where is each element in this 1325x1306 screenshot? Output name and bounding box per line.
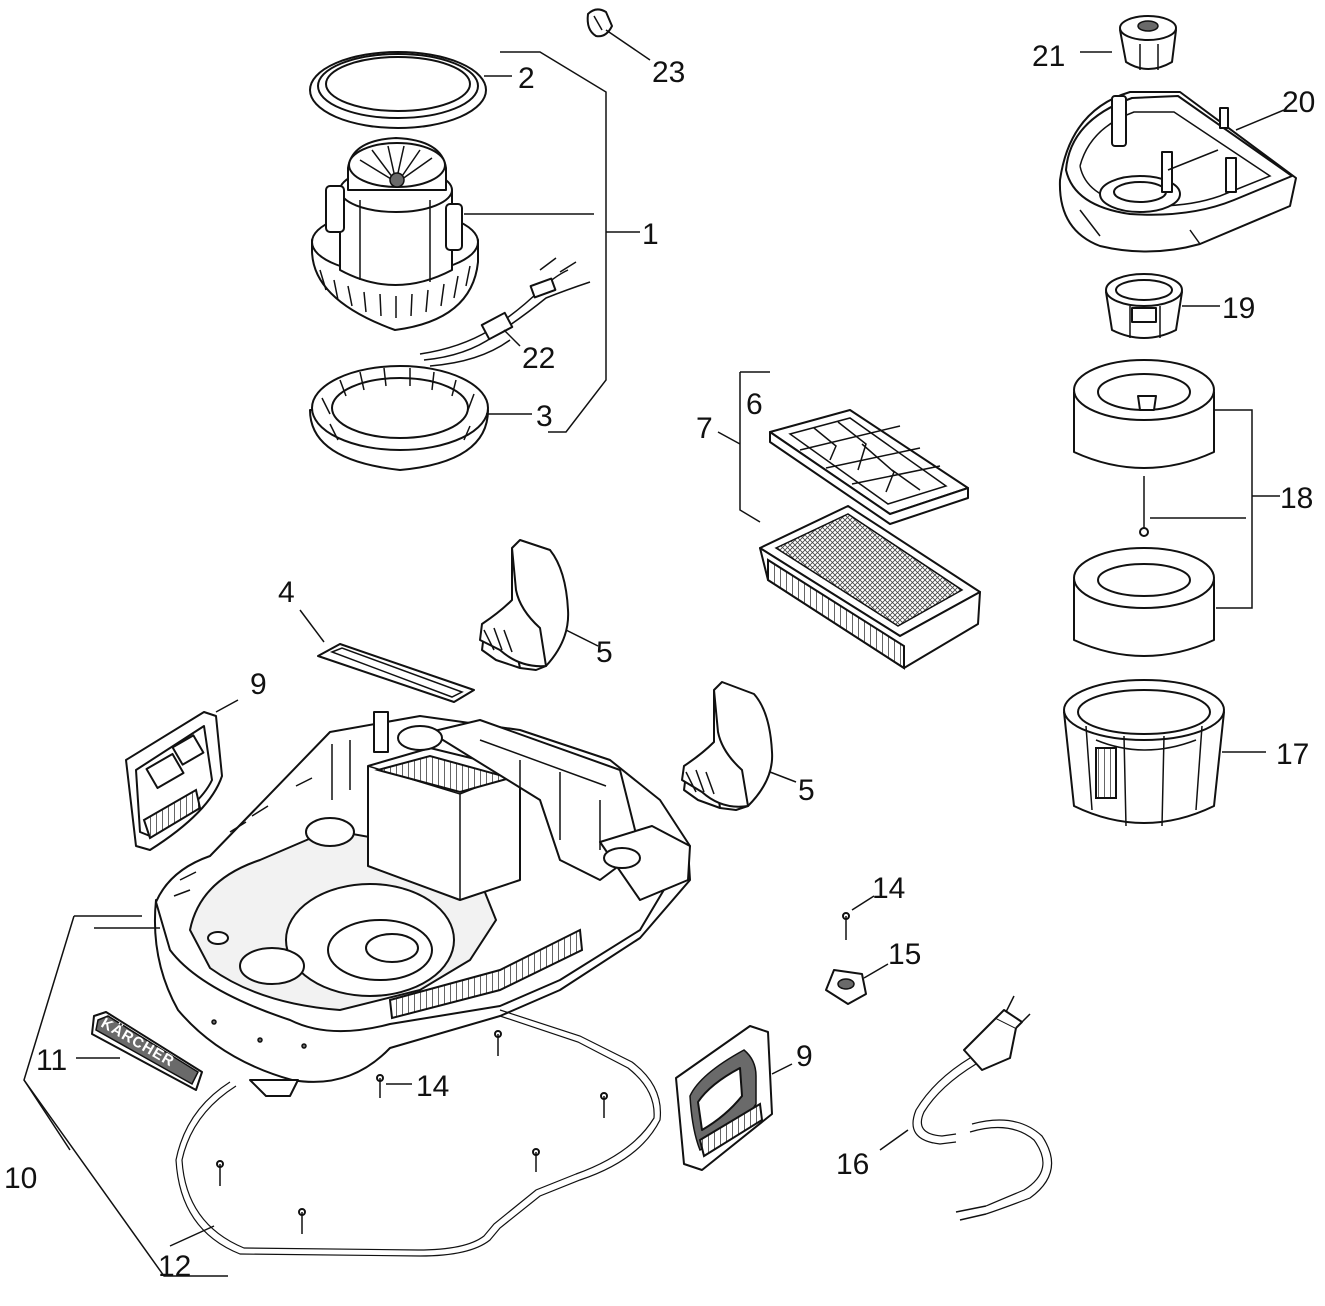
part-17-basket: [1063, 679, 1266, 827]
part-16-power-cord: [879, 995, 1053, 1221]
screw: [494, 1030, 502, 1056]
part-20-top-cover: [1058, 91, 1297, 253]
callout-5-lower: 5: [798, 774, 815, 807]
screw: [532, 1148, 540, 1172]
part-3-motor-seat: [309, 365, 489, 471]
callout-22: 22: [522, 342, 555, 375]
callout-9-lower: 9: [796, 1040, 813, 1073]
callout-12: 12: [158, 1250, 191, 1283]
part-4-gasket: [299, 609, 475, 703]
callout-21: 21: [1032, 40, 1065, 73]
part-14-screws: [216, 895, 875, 1234]
callout-3: 3: [536, 400, 553, 433]
callout-2: 2: [518, 62, 535, 95]
part-5-bracket-lower: [681, 681, 797, 811]
part-21-cap: [1119, 15, 1177, 70]
callout-labels: 1 2 3 4 5 5 6 7 9 9 10 11 12 14 14 15 16…: [4, 40, 1315, 1283]
callout-9-upper: 9: [250, 668, 267, 701]
part-11-logo-plate: KÄRCHER: [76, 1011, 203, 1091]
screw: [600, 1092, 608, 1118]
callout-18: 18: [1280, 482, 1313, 515]
part-19-float-cage: [1105, 273, 1183, 339]
part-22-cable-harness: [419, 257, 591, 367]
part-15-clip-nut: [825, 963, 889, 1005]
callout-19: 19: [1222, 292, 1255, 325]
callout-23: 23: [652, 56, 685, 89]
callout-20: 20: [1282, 86, 1315, 119]
part-10-main-housing: [23, 711, 691, 1277]
part-7-pleated-filter: [717, 371, 981, 670]
part-9-side-cover-right: [675, 1025, 793, 1171]
part-18-filter: [1073, 359, 1280, 657]
part-12-bottom-seal: [169, 1009, 662, 1257]
part-9-side-cover-left: [125, 699, 239, 851]
screw: [842, 912, 850, 940]
callout-11: 11: [36, 1044, 67, 1077]
callout-4: 4: [278, 576, 295, 609]
callout-14-right: 14: [872, 872, 905, 905]
callout-5-upper: 5: [596, 636, 613, 669]
screw: [298, 1208, 306, 1234]
callout-1: 1: [642, 218, 659, 251]
screw: [216, 1160, 224, 1186]
callout-lines-misc: [1080, 51, 1285, 307]
part-1-motor: [311, 137, 479, 331]
callout-16: 16: [836, 1148, 869, 1181]
part-2-seal-ring: [309, 51, 487, 129]
callout-15: 15: [888, 938, 921, 971]
callout-10: 10: [4, 1162, 37, 1195]
part-23-clip: [586, 8, 613, 38]
part-5-bracket-upper: [479, 539, 599, 671]
callout-14-lower: 14: [416, 1070, 449, 1103]
callout-6: 6: [746, 388, 763, 421]
callout-17: 17: [1276, 738, 1309, 771]
callout-7: 7: [696, 412, 713, 445]
part-6-filter-frame: [769, 409, 969, 525]
screw: [376, 1074, 384, 1098]
callout-lines-motor-group: [464, 29, 651, 433]
